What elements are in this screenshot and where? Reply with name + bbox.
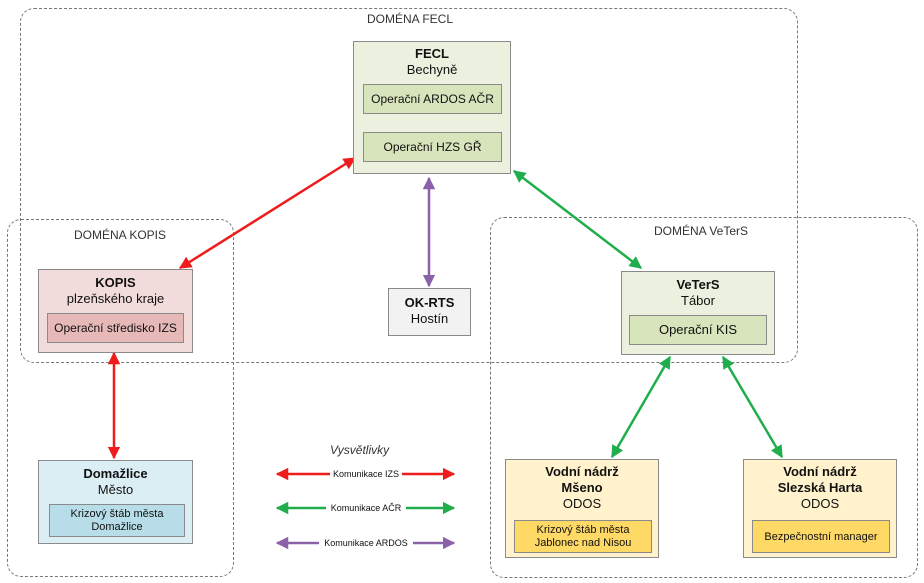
node-domazlice: Domažlice Město Krizový štáb města Domaž… xyxy=(38,460,193,544)
node-veters-title: VeTerS xyxy=(676,277,720,292)
node-mseno-subtitle: ODOS xyxy=(562,496,602,511)
node-mseno-inner: Krizový štáb města Jablonec nad Nisou xyxy=(514,520,652,553)
domain-kopis xyxy=(7,219,234,577)
node-veters: VeTerS Tábor Operační KIS xyxy=(621,271,775,355)
node-okrts: OK-RTS Hostín xyxy=(388,288,471,336)
node-fecl-inner-hzs: Operační HZS GŘ xyxy=(363,132,502,162)
node-mseno: Vodní nádrž Mšeno ODOS Krizový štáb měst… xyxy=(505,459,659,558)
node-mseno-title-line2: Mšeno xyxy=(561,480,603,495)
link-veters-mseno xyxy=(610,355,672,459)
node-slezska-title-line1: Vodní nádrž xyxy=(783,464,857,479)
node-mseno-title-line1: Vodní nádrž xyxy=(545,464,619,479)
domain-veters-label: DOMÉNA VeTerS xyxy=(654,224,749,238)
node-domazlice-inner: Krizový štáb města Domažlice xyxy=(49,504,185,537)
domain-kopis-label: DOMÉNA KOPIS xyxy=(74,228,167,242)
node-okrts-title: OK-RTS xyxy=(404,295,455,310)
node-veters-inner: Operační KIS xyxy=(629,315,767,345)
node-fecl-subtitle: Bechyně xyxy=(406,62,458,77)
node-slezska-subtitle: ODOS xyxy=(800,496,840,511)
node-domazlice-title: Domažlice xyxy=(83,466,148,481)
node-domazlice-inner-line2: Domažlice xyxy=(91,520,143,533)
legend-label-acr: Komunikace AČR xyxy=(331,503,402,513)
legend-title: Vysvětlivky xyxy=(330,443,390,457)
node-kopis: KOPIS plzeňského kraje Operační středisk… xyxy=(38,269,193,353)
link-veters-slezska xyxy=(721,355,784,459)
node-kopis-inner: Operační středisko IZS xyxy=(47,313,184,343)
node-okrts-subtitle: Hostín xyxy=(410,311,449,326)
node-mseno-inner-line1: Krizový štáb města xyxy=(536,523,630,536)
node-domazlice-inner-line1: Krizový štáb města xyxy=(70,507,164,520)
node-mseno-inner-line2: Jablonec nad Nisou xyxy=(534,536,632,549)
node-slezska-title-line2: Slezská Harta xyxy=(777,480,863,495)
link-fecl-kopis xyxy=(178,156,357,270)
legend-label-ardos: Komunikace ARDOS xyxy=(324,538,408,548)
domain-veters xyxy=(490,217,918,578)
node-kopis-title: KOPIS xyxy=(95,275,136,290)
domain-fecl xyxy=(20,8,798,363)
node-fecl: FECL Bechyně Operační ARDOS AČR Operační… xyxy=(353,41,511,174)
node-kopis-subtitle: plzeňského kraje xyxy=(66,291,165,306)
node-fecl-title: FECL xyxy=(415,46,449,61)
node-slezska-harta: Vodní nádrž Slezská Harta ODOS Bezpečnos… xyxy=(743,459,897,558)
node-fecl-inner-ardos: Operační ARDOS AČR xyxy=(363,84,502,114)
node-veters-subtitle: Tábor xyxy=(681,293,715,308)
domain-fecl-label: DOMÉNA FECL xyxy=(367,12,454,26)
node-slezska-inner: Bezpečnostní manager xyxy=(752,520,890,553)
legend-label-izs: Komunikace IZS xyxy=(333,469,399,479)
node-domazlice-subtitle: Město xyxy=(97,482,134,497)
link-fecl-veters xyxy=(513,170,642,269)
